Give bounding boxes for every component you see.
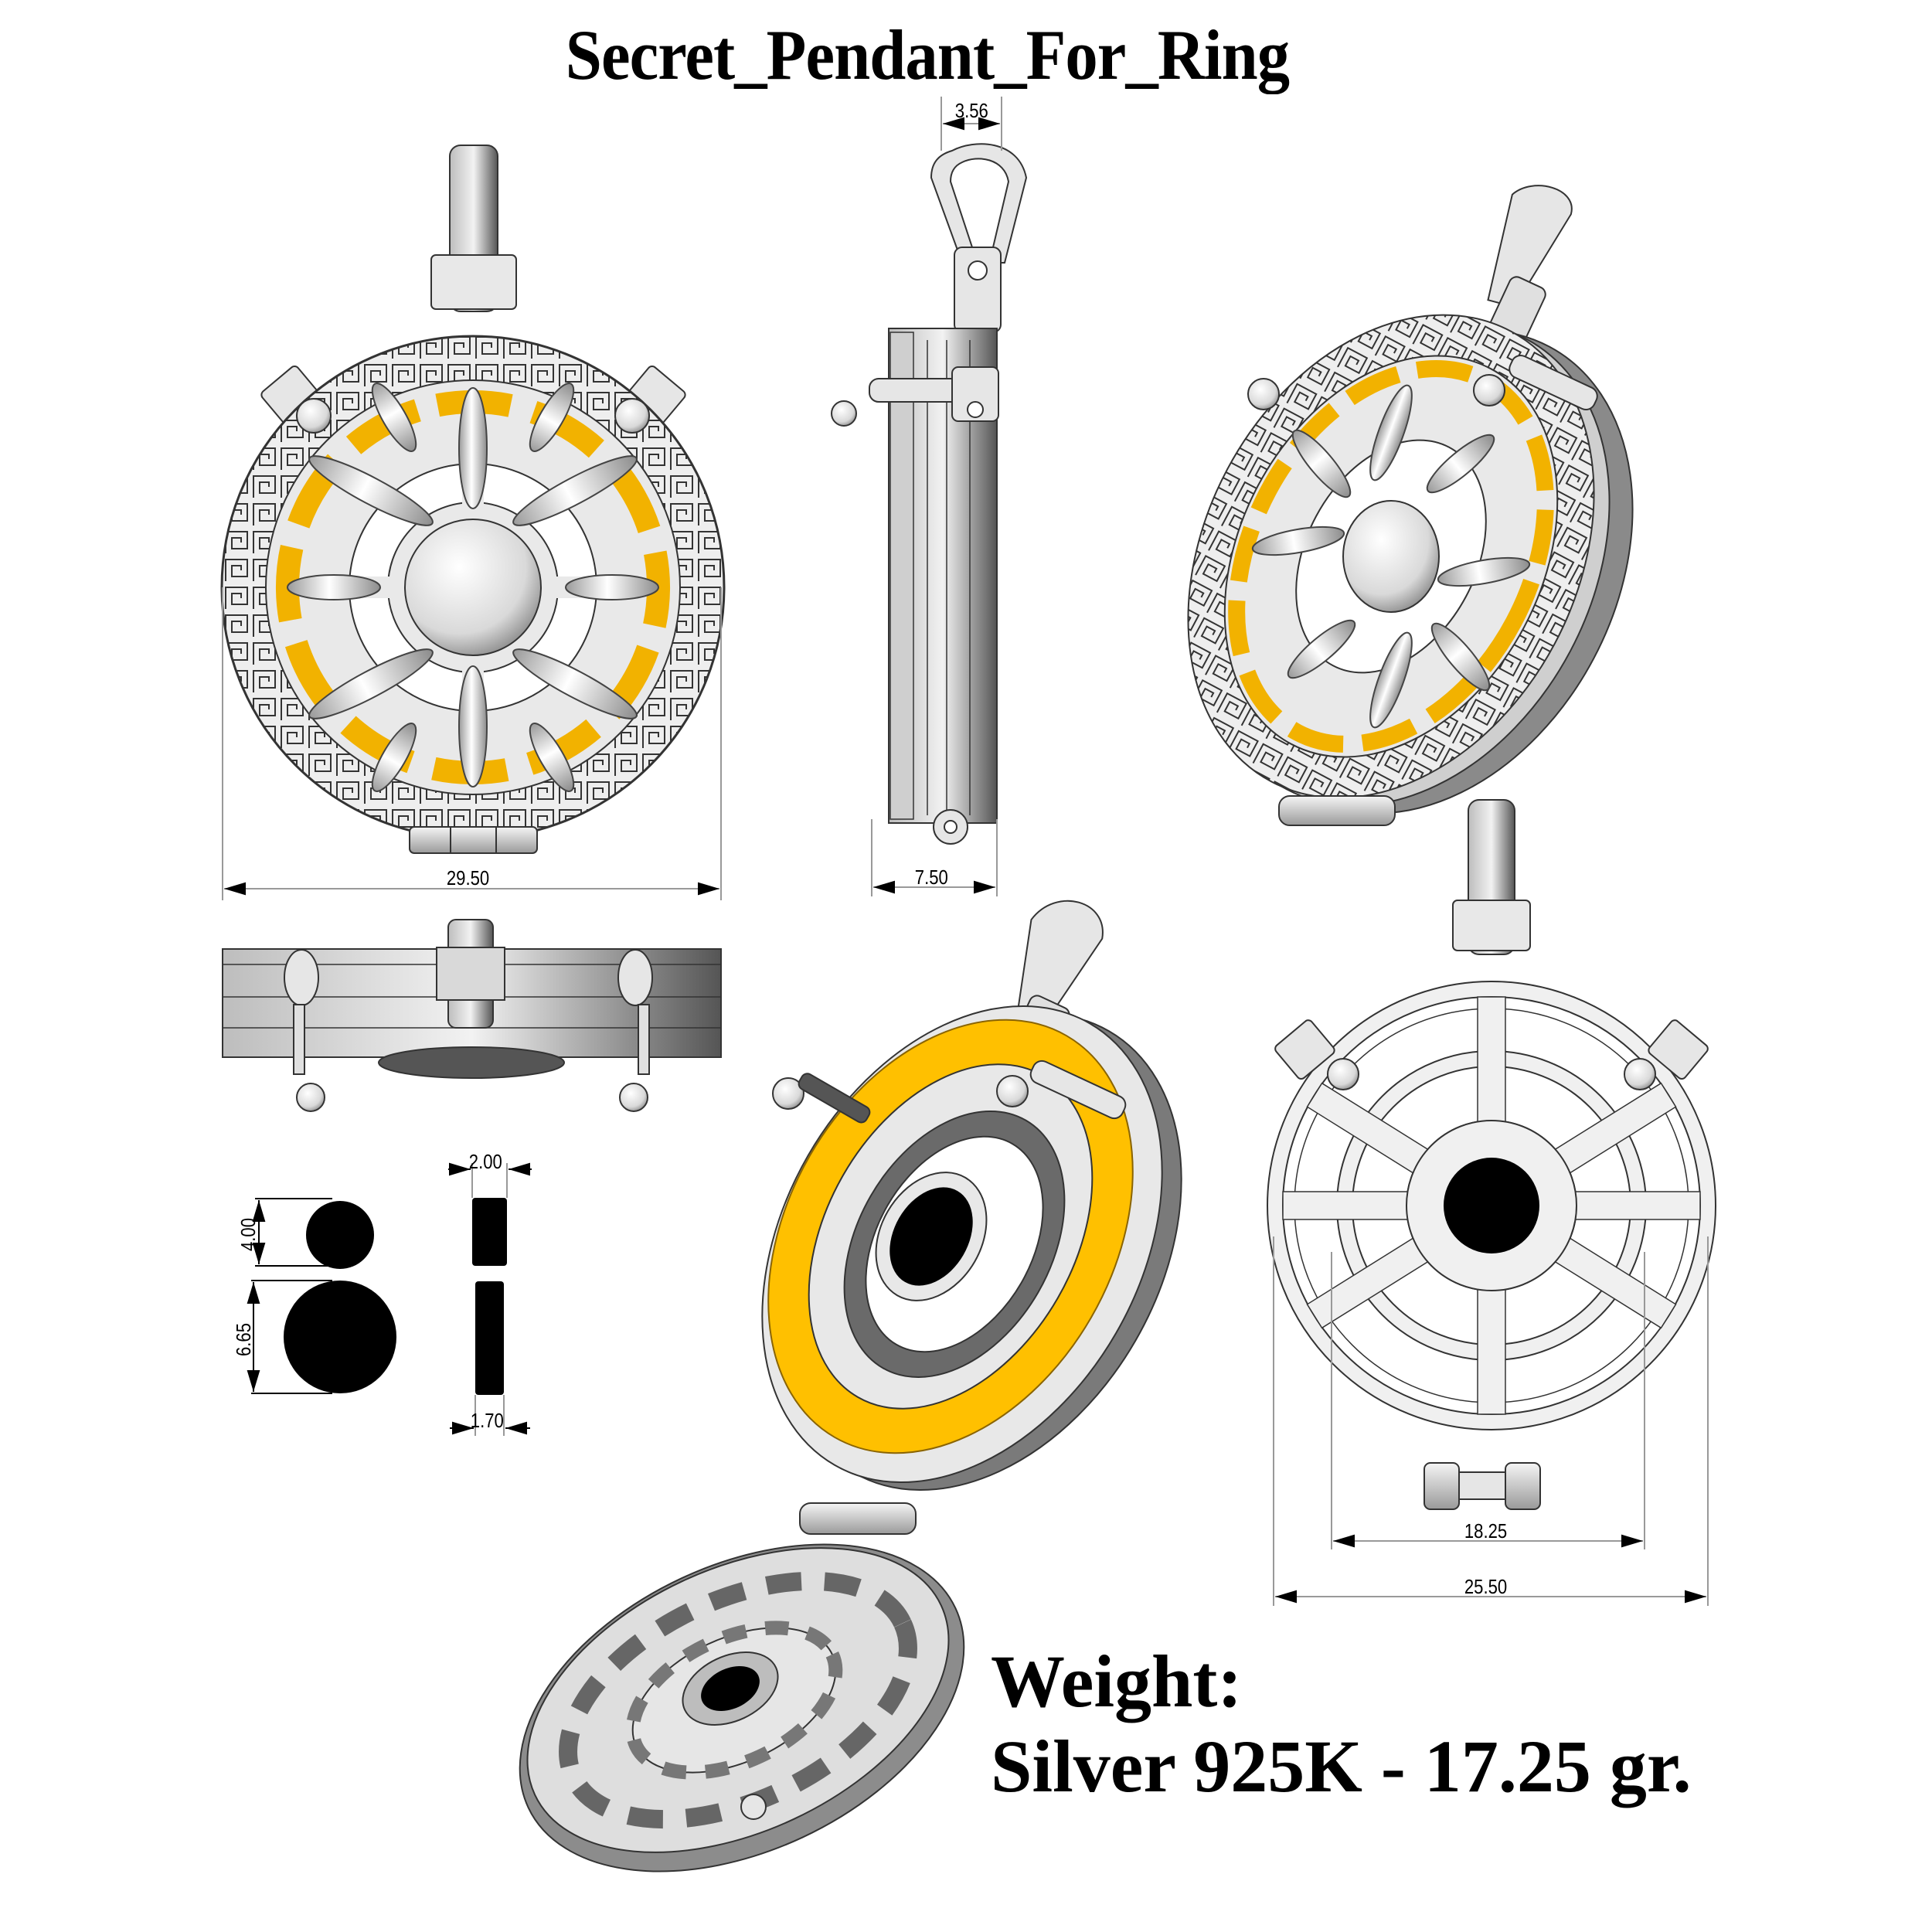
drawing-title: Secret_Pendant_For_Ring: [565, 15, 1290, 94]
dim-side-depth: 7.50: [914, 866, 948, 889]
isometric-open-view: [519, 900, 1182, 1872]
front-view: [220, 145, 726, 900]
weight-heading: Weight:: [991, 1640, 1243, 1723]
dim-back-outer: 25.50: [1464, 1575, 1508, 1598]
dim-back-inner: 18.25: [1464, 1519, 1508, 1543]
dim-bail-width: 3.56: [954, 99, 988, 122]
dim-stone-small-diameter: 4.00: [236, 1217, 260, 1252]
dim-stone-large-diameter: 6.65: [231, 1322, 255, 1357]
dim-stone-large-thickness: 1.70: [470, 1409, 504, 1432]
side-view: [831, 97, 1028, 896]
weight-value: Silver 925K - 17.25 gr.: [991, 1725, 1692, 1808]
top-edge-view: [222, 919, 722, 1112]
back-view: [1267, 799, 1716, 1606]
dim-front-width: 29.50: [446, 866, 490, 889]
stone-dimensions: [247, 1162, 532, 1436]
isometric-closed-view: [1187, 185, 1634, 826]
dim-stone-small-thickness: 2.00: [468, 1150, 502, 1173]
